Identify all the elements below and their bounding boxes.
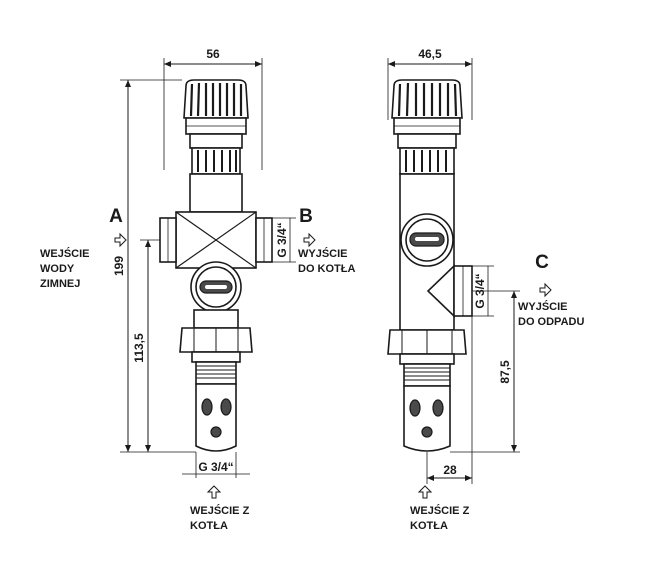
inlet-left-label-line1: WEJŚCIE Z bbox=[190, 504, 250, 517]
port-b-arrow bbox=[303, 232, 316, 248]
inlet-right-arrow bbox=[417, 485, 433, 499]
dim-height-outlet: 87,5 bbox=[498, 360, 512, 384]
window-right bbox=[400, 213, 454, 267]
inlet-left-arrow bbox=[206, 485, 222, 499]
dim-right-width: 46,5 bbox=[418, 47, 442, 61]
cross-body bbox=[159, 211, 273, 269]
window-left bbox=[190, 261, 242, 313]
port-a-label-line2: WODY bbox=[40, 263, 75, 275]
port-c-label-line2: DO ODPADU bbox=[518, 316, 584, 328]
thread-port-b: G 3/4“ bbox=[275, 222, 289, 257]
dim-left-width: 56 bbox=[206, 47, 220, 61]
inlet-right-label-line2: KOTŁA bbox=[410, 520, 448, 532]
inlet-left-label-line2: KOTŁA bbox=[190, 520, 228, 532]
knob-left bbox=[183, 79, 249, 135]
port-a-arrow bbox=[114, 232, 127, 248]
port-a-label-line3: ZIMNEJ bbox=[40, 278, 80, 290]
port-b-label-line2: DO KOTŁA bbox=[298, 263, 355, 275]
left-view: 56 bbox=[40, 47, 355, 532]
right-view: 46,5 bbox=[387, 47, 584, 532]
port-c-arrow bbox=[539, 282, 552, 298]
port-a-letter: A bbox=[109, 206, 123, 227]
port-a-label-line1: WEJŚCIE bbox=[40, 247, 90, 260]
port-c-label-line1: WYJŚCIE bbox=[518, 300, 568, 313]
port-c-letter: C bbox=[535, 252, 549, 273]
thread-bottom-left: G 3/4“ bbox=[198, 460, 233, 474]
dim-height-inlet: 113,5 bbox=[132, 333, 146, 363]
knob-right bbox=[391, 79, 463, 135]
dim-height-total: 199 bbox=[112, 256, 126, 276]
port-b-label-line1: WYJŚCIE bbox=[298, 247, 348, 260]
port-c-outlet bbox=[426, 264, 473, 318]
dim-offset-c: 28 bbox=[443, 463, 457, 477]
port-b-letter: B bbox=[299, 206, 313, 227]
inlet-right-label-line1: WEJŚCIE Z bbox=[410, 504, 470, 517]
